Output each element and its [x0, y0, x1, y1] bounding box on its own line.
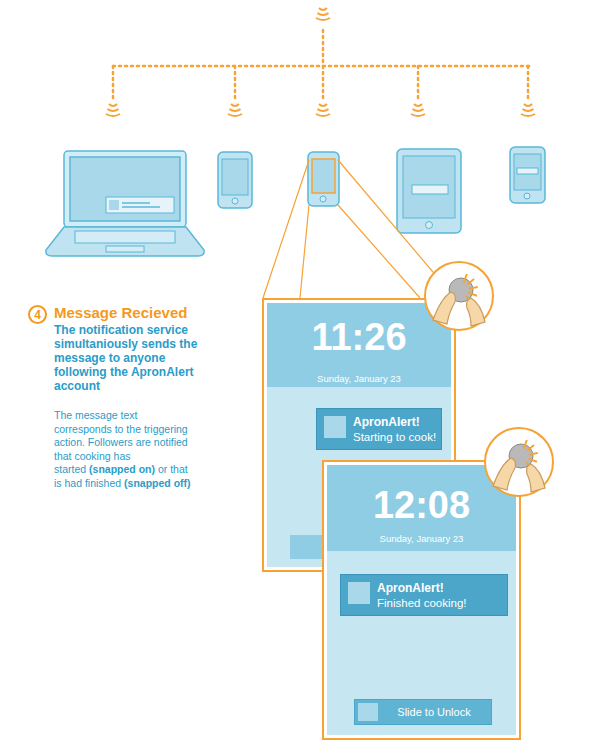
- emphasis-text: (snapped off): [124, 477, 191, 489]
- step-number: 4: [30, 307, 45, 323]
- signal-wave: [230, 109, 241, 111]
- signal-wave: [231, 104, 239, 106]
- signal-wave: [109, 104, 117, 106]
- signal-wave: [108, 109, 119, 111]
- step-heading: Message Recieved: [54, 304, 187, 321]
- notification-message: Starting to cook!: [353, 431, 433, 443]
- signal-wave: [316, 114, 330, 116]
- signal-wave: [318, 109, 329, 111]
- notification-message: Finished cooking!: [377, 597, 499, 609]
- signal-wave: [319, 8, 327, 10]
- signal-wave: [524, 104, 532, 106]
- signal-wave: [414, 104, 422, 106]
- signal-wave: [318, 13, 329, 15]
- signal-wave: [523, 109, 534, 111]
- app-icon: [348, 582, 370, 604]
- step-summary: The notification service simultaniously …: [54, 323, 214, 393]
- clock-time: 11:26: [264, 316, 454, 359]
- notification-title: ApronAlert!: [377, 581, 499, 595]
- signal-wave: [319, 104, 327, 106]
- zoom-lines: [263, 160, 455, 298]
- clock-date: Sunday, January 23: [264, 373, 454, 384]
- app-icon: [324, 416, 346, 438]
- broadcast-lines: [113, 30, 530, 100]
- emphasis-text: (snapped on): [89, 463, 155, 475]
- step-number-circle: 4: [28, 305, 47, 324]
- phone-lock-screen: 12:08Sunday, January 23 ApronAlert! Finish…: [322, 460, 521, 740]
- signal-wave: [413, 109, 424, 111]
- signal-wave: [316, 18, 330, 20]
- signal-wave: [106, 114, 120, 116]
- notification-title: ApronAlert!: [353, 415, 433, 429]
- unlock-hint: Slide to Unlock: [385, 706, 483, 718]
- slide-to-unlock-bar: Slide to Unlock: [354, 699, 492, 725]
- clock-date: Sunday, January 23: [324, 533, 519, 544]
- signal-wave: [411, 114, 425, 116]
- clock-time: 12:08: [324, 484, 519, 527]
- signal-wave: [521, 114, 535, 116]
- signal-wave: [228, 114, 242, 116]
- signal-waves: [106, 8, 535, 116]
- notification-box: ApronAlert! Starting to cook!: [316, 408, 442, 450]
- step-description: The message text corresponds to the trig…: [54, 409, 196, 490]
- slider-knob: [358, 703, 378, 721]
- notification-box: ApronAlert! Finished cooking!: [340, 574, 508, 616]
